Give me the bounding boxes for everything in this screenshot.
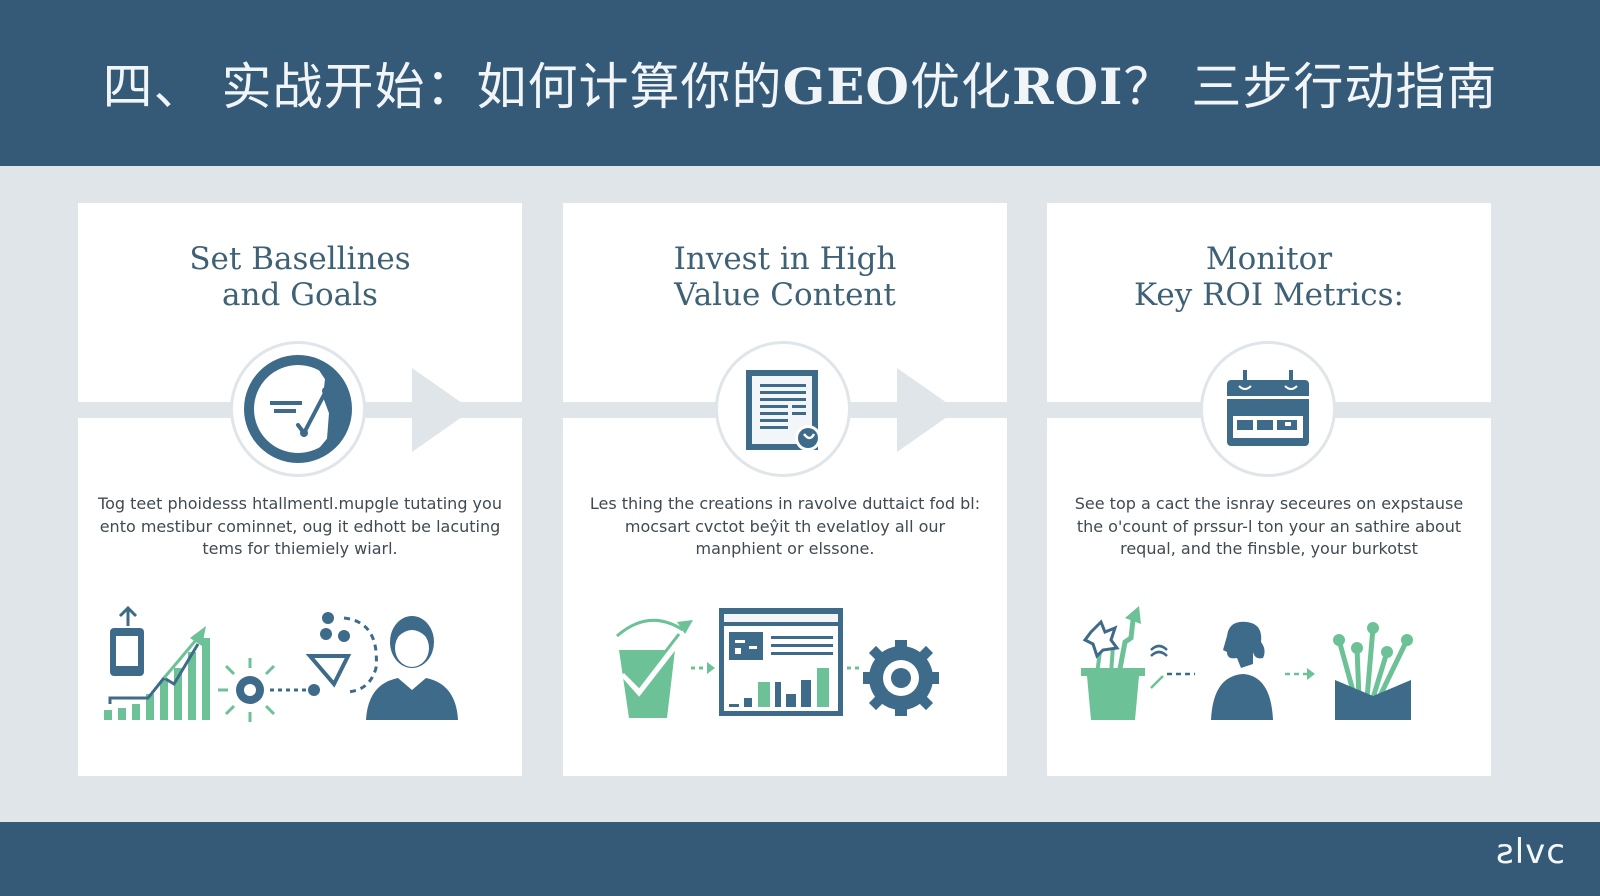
slide-footer: ƨlvc xyxy=(0,822,1600,896)
title-roi: ROI xyxy=(1011,57,1124,116)
step-title: Invest in High Value Content xyxy=(673,241,897,313)
person-icon xyxy=(1211,621,1273,720)
step-card-1: Set Basellines and Goals Tog teet phoide… xyxy=(78,203,522,776)
growth-chart-gear-user-illustration xyxy=(98,598,502,728)
gear-icon xyxy=(218,658,276,722)
brand-logo: ƨlvc xyxy=(1496,832,1566,872)
gear-icon xyxy=(863,640,939,716)
step-description: See top a cact the isnray seceures on ex… xyxy=(1074,494,1464,558)
title-middle: 优化 xyxy=(909,58,1012,116)
document-clock-icon xyxy=(746,370,821,451)
step-description: Tog teet phoidesss htallmentl.mupgle tut… xyxy=(98,494,502,558)
step-title: Set Basellines and Goals xyxy=(189,241,411,313)
step-description: Les thing the creations in ravolve dutta… xyxy=(589,494,981,558)
step-icon-circle xyxy=(1200,341,1336,477)
user-avatar-icon xyxy=(366,616,458,720)
funnel-icon xyxy=(305,612,378,696)
slide-header: 四、 实战开始：如何计算你的GEO优化ROI？ 三步行动指南 xyxy=(0,0,1600,166)
plant-person-basket-illustration xyxy=(1067,598,1471,728)
step-icon-circle xyxy=(230,341,366,477)
clock-check-icon xyxy=(244,355,352,463)
bucket-dashboard-gear-illustration xyxy=(583,598,987,728)
bar-chart-icon xyxy=(104,638,210,720)
next-step-arrow-icon xyxy=(897,368,957,452)
calendar-icon xyxy=(1227,370,1309,446)
step-title: Monitor Key ROI Metrics: xyxy=(1134,241,1404,313)
step-card-3: Monitor Key ROI Metrics: See top a cact … xyxy=(1047,203,1491,776)
title-geo: GEO xyxy=(782,57,910,116)
step-card-2: Invest in High Value Content Les thing t… xyxy=(563,203,1007,776)
bucket-check-icon xyxy=(616,618,693,718)
next-step-arrow-icon xyxy=(412,368,472,452)
basket-tools-icon xyxy=(1333,622,1413,720)
step-icon-circle xyxy=(715,341,851,477)
page-title: 四、 实战开始：如何计算你的GEO优化ROI？ 三步行动指南 xyxy=(103,47,1498,119)
plant-growth-icon xyxy=(1081,606,1168,720)
title-suffix: ？ 三步行动指南 xyxy=(1123,58,1498,116)
phone-upload-icon xyxy=(110,605,144,676)
title-prefix: 四、 实战开始：如何计算你的 xyxy=(102,58,783,116)
dashboard-chart-icon xyxy=(719,608,843,716)
